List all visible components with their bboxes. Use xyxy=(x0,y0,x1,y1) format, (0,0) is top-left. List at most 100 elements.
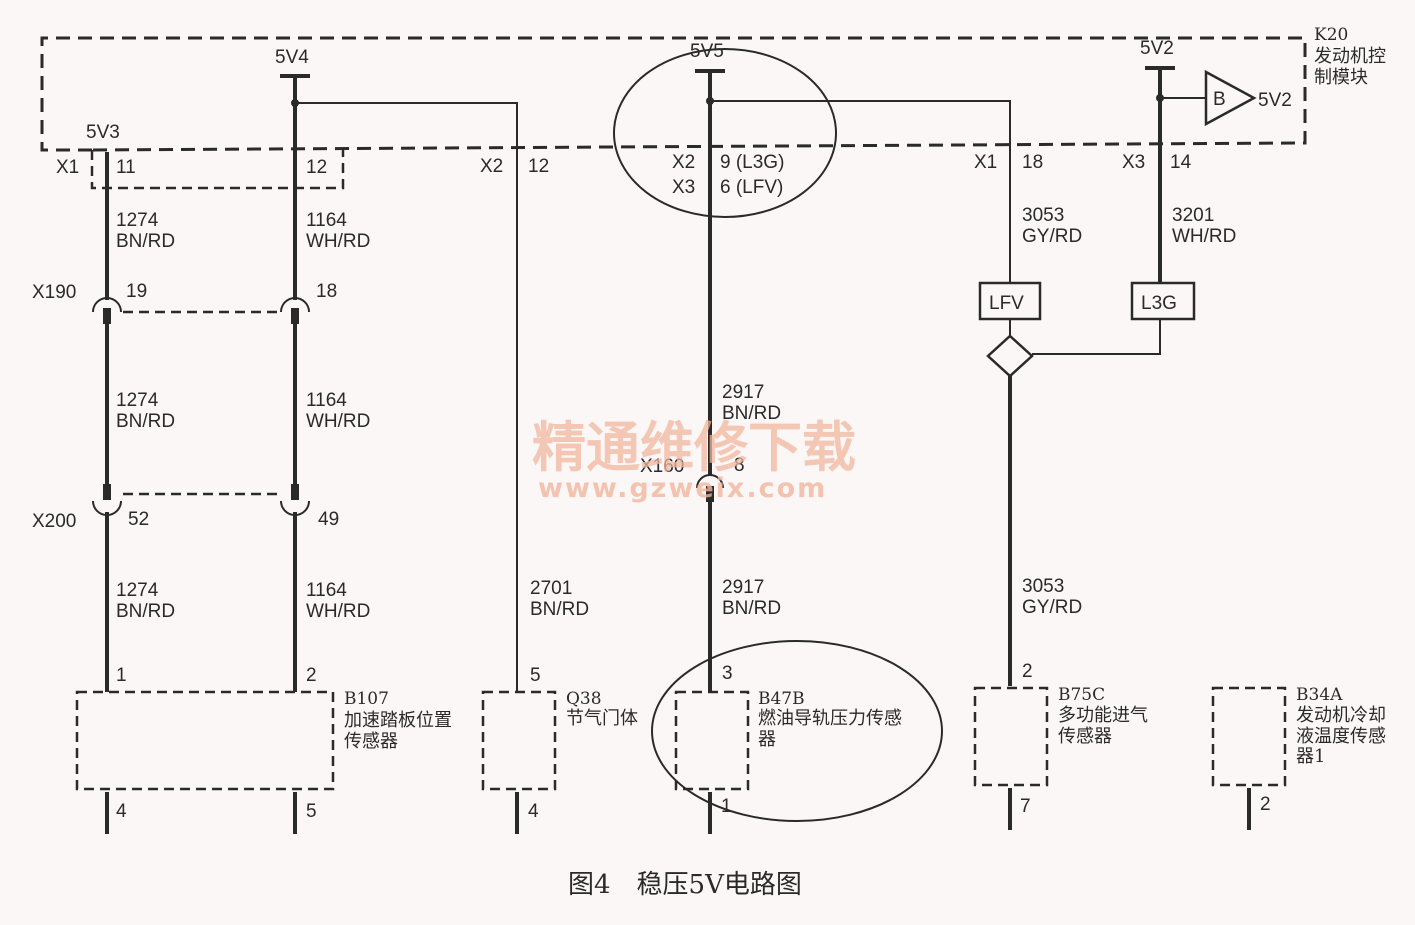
wire-1274-bot-num: 1274 xyxy=(116,580,159,601)
conn-x1-left: X1 xyxy=(56,157,79,178)
wire-1274-top-num: 1274 xyxy=(116,210,159,231)
conn-x2-a: X2 xyxy=(480,156,503,177)
conn-x190: X190 xyxy=(32,282,76,303)
wire-3053-top xyxy=(710,100,1011,283)
wire-1164-mid-num: 1164 xyxy=(306,390,347,411)
conn-x1-pin12: 12 xyxy=(306,157,327,178)
b47b-name-line2: 器 xyxy=(758,729,776,750)
conn-x2-a-pin: 12 xyxy=(528,156,549,177)
b107-name-line2: 传感器 xyxy=(344,731,398,752)
wire-3053-bot-num: 3053 xyxy=(1022,576,1064,597)
buffer-amplifier-icon xyxy=(1204,69,1257,127)
conn-x190-pin-b: 18 xyxy=(316,281,337,302)
conn-x200-pin-b: 49 xyxy=(318,509,339,530)
wire-2701 xyxy=(295,102,518,692)
ecm-dashed-boundary xyxy=(40,36,1307,152)
conn-x200: X200 xyxy=(32,511,76,532)
option-l3g-label: L3G xyxy=(1141,293,1177,314)
b107-sensor-box xyxy=(75,690,335,791)
b34a-sensor-box xyxy=(1211,686,1287,787)
x190-pin-b-icon xyxy=(291,308,299,324)
b47b-sensor-box xyxy=(674,690,750,791)
conn-x3-b-pin: 6 (LFV) xyxy=(720,177,783,198)
conn-x3-b: X3 xyxy=(672,177,695,198)
conn-x1-c-pin: 18 xyxy=(1022,152,1043,173)
b34a-name-line2: 液温度传感 xyxy=(1296,726,1386,747)
wire-1164-top-num: 1164 xyxy=(306,210,347,231)
highlight-b47b xyxy=(651,640,943,822)
highlight-ecm-5v5 xyxy=(613,48,837,218)
b75c-pin: 2 xyxy=(1022,661,1033,682)
wire-2917-bot-color: BN/RD xyxy=(722,598,781,619)
ecm-name-line1: 发动机控 xyxy=(1314,46,1386,67)
b107-id: B107 xyxy=(344,689,389,709)
x190-socket-a-icon xyxy=(92,297,122,313)
option-lfv-label: LFV xyxy=(989,293,1024,314)
b107-pin-1: 1 xyxy=(116,665,127,686)
wire-1164-bot-color: WH/RD xyxy=(306,601,370,622)
conn-x1-c: X1 xyxy=(974,152,997,173)
wire-1274-top-color: BN/RD xyxy=(116,231,175,252)
conn-x200-pin-a: 52 xyxy=(128,509,149,530)
x1-connector-box xyxy=(90,150,345,190)
b107-pin-2: 2 xyxy=(306,665,317,686)
wire-2917-top-num: 2917 xyxy=(722,382,764,403)
wire-l3g-merge xyxy=(1032,319,1161,355)
q38-id: Q38 xyxy=(566,689,602,709)
conn-x2-b: X2 xyxy=(672,152,695,173)
wire-1274-mid-num: 1274 xyxy=(116,390,159,411)
wire-2701-color: BN/RD xyxy=(530,599,589,620)
rail-5v3-label: 5V3 xyxy=(86,122,120,143)
conn-x1-pin11: 11 xyxy=(116,157,136,178)
b47b-name-line1: 燃油导轨压力传感 xyxy=(758,708,902,729)
rail-5v2-label: 5V2 xyxy=(1140,38,1174,59)
conn-x2-b-pin: 9 (L3G) xyxy=(720,152,784,173)
wire-1164-mid-color: WH/RD xyxy=(306,411,370,432)
wire-1274-bot-color: BN/RD xyxy=(116,601,175,622)
b75c-name-line1: 多功能进气 xyxy=(1058,705,1148,726)
wire-1274-mid-color: BN/RD xyxy=(116,411,175,432)
x190-socket-b-icon xyxy=(280,297,310,313)
b34a-id: B34A xyxy=(1296,685,1343,705)
wire-3053-top-color: GY/RD xyxy=(1022,226,1082,247)
buffer-output-label: 5V2 xyxy=(1258,90,1292,111)
wire-1164-top-color: WH/RD xyxy=(306,231,370,252)
q38-sensor-box xyxy=(481,690,557,791)
b75c-name-line2: 传感器 xyxy=(1058,726,1112,747)
wire-1164-bot-num: 1164 xyxy=(306,580,347,601)
b75c-sensor-box xyxy=(973,686,1049,787)
wire-3201-color: WH/RD xyxy=(1172,226,1236,247)
q38-pin: 5 xyxy=(530,665,541,686)
b75c-gnd-pin: 7 xyxy=(1020,796,1031,817)
x190-pin-a-icon xyxy=(103,308,111,324)
b34a-name-line1: 发动机冷却 xyxy=(1296,705,1386,726)
conn-x160: X160 xyxy=(640,456,684,477)
ecm-id: K20 xyxy=(1314,25,1348,45)
wire-3053-top-num: 3053 xyxy=(1022,205,1064,226)
splice-diamond-icon xyxy=(986,334,1034,378)
x200-socket-a-icon xyxy=(92,500,122,516)
figure-caption: 图4 稳压5V电路图 xyxy=(568,870,802,900)
wire-3053-bot-color: GY/RD xyxy=(1022,597,1082,618)
b34a-gnd-pin: 2 xyxy=(1260,794,1271,815)
b107-gnd-pin-5: 5 xyxy=(306,801,317,822)
q38-name: 节气门体 xyxy=(566,708,638,729)
watermark-cn: 精通维修下载 xyxy=(532,416,856,479)
b75c-id: B75C xyxy=(1058,685,1105,705)
rail-5v5-label: 5V5 xyxy=(690,41,724,62)
option-l3g-box xyxy=(1130,281,1196,321)
x200-pin-a-icon xyxy=(103,484,111,500)
conn-x190-pin-a: 19 xyxy=(126,281,147,302)
x200-socket-b-icon xyxy=(280,500,310,516)
wire-3201-num: 3201 xyxy=(1172,205,1214,226)
q38-gnd-pin: 4 xyxy=(528,801,539,822)
b34a-name-line3: 器1 xyxy=(1296,746,1325,767)
wire-2917-top-color: BN/RD xyxy=(722,403,781,424)
b47b-pin: 3 xyxy=(722,663,733,684)
wire-2917-bot-num: 2917 xyxy=(722,577,764,598)
x160-pin-icon xyxy=(706,486,714,502)
watermark-url: www.gzweix.com xyxy=(538,473,827,504)
b107-gnd-pin-4: 4 xyxy=(116,801,127,822)
conn-x3-c-pin: 14 xyxy=(1170,152,1192,173)
